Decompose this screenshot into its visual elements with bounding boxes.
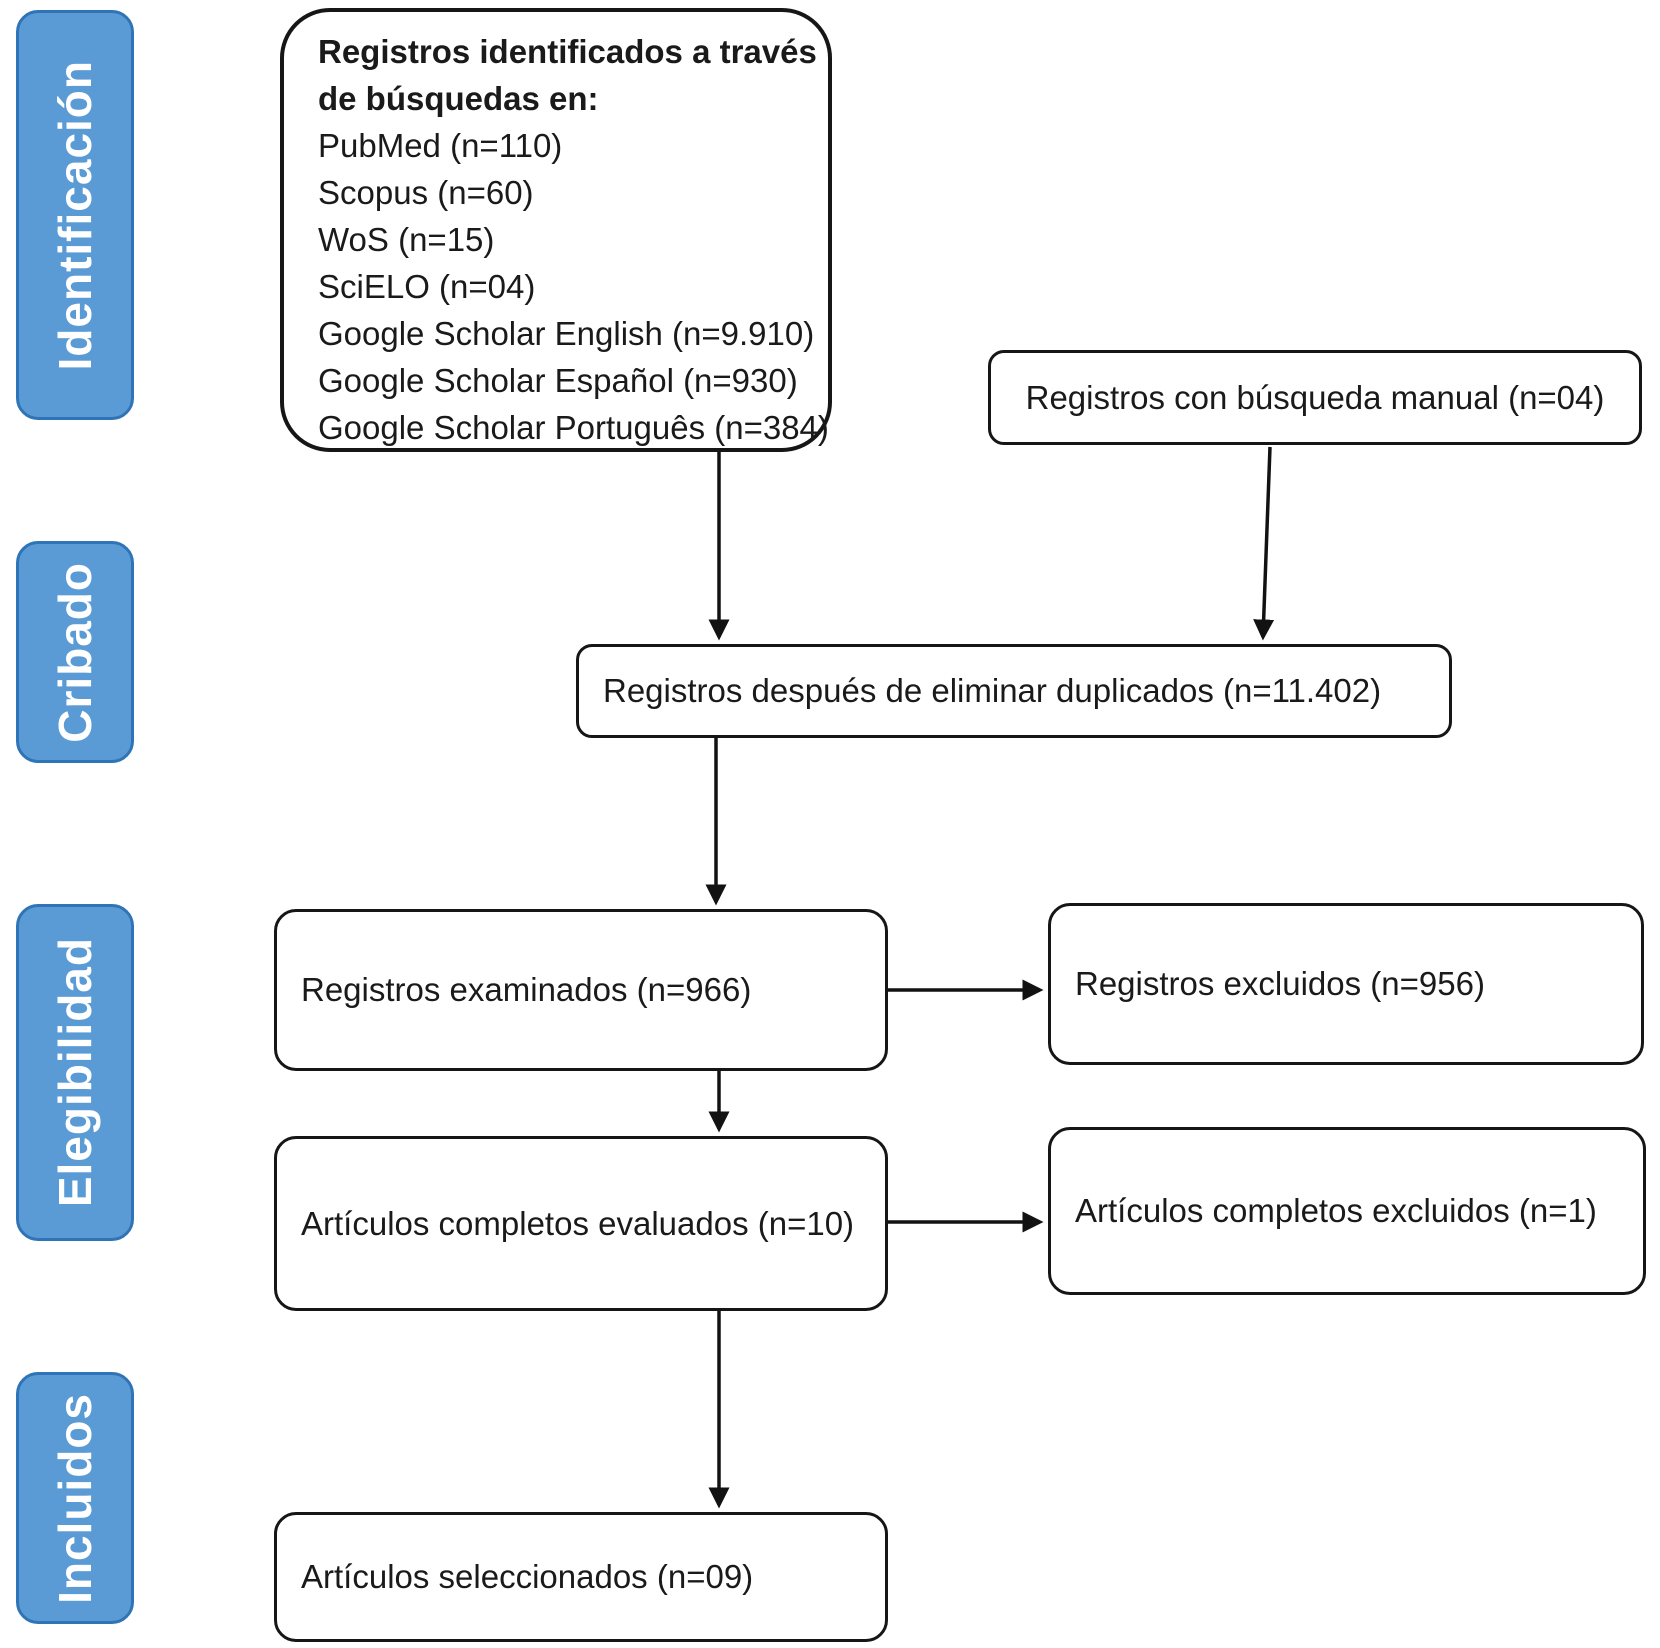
box-label: Registros con búsqueda manual (n=04) [1025,378,1605,416]
box-label: Registros después de eliminar duplicados… [603,672,1382,710]
stage-label-text: Identificación [49,59,101,371]
stage-label-screening: Cribado [16,541,134,763]
box-after-duplicates-removed: Registros después de eliminar duplicados… [576,644,1452,738]
box-records-excluded: Registros excluidos (n=956) [1048,903,1644,1065]
source-item: Scopus (n=60) [318,174,534,211]
source-item: Google Scholar Português (n=384) [318,409,829,446]
source-item: WoS (n=15) [318,221,495,258]
box-manual-search: Registros con búsqueda manual (n=04) [988,350,1642,445]
box-identified-records: Registros identificados a través de búsq… [280,8,832,452]
source-item: Google Scholar Español (n=930) [318,362,798,399]
stage-label-text: Elegibilidad [49,937,101,1208]
stage-label-eligibility: Elegibilidad [16,904,134,1241]
arrow-manual-to-dedup [1253,446,1275,641]
box-records-screened: Registros examinados (n=966) [274,909,888,1071]
box-articles-selected: Artículos seleccionados (n=09) [274,1512,888,1642]
box-label: Artículos completos evaluados (n=10) [301,1204,855,1242]
box-title-line: de búsquedas en: [318,80,599,117]
stage-label-text: Incluidos [49,1392,101,1604]
box-label: Artículos seleccionados (n=09) [301,1558,754,1596]
source-item: SciELO (n=04) [318,268,536,305]
box-fulltext-excluded: Artículos completos excluidos (n=1) [1048,1127,1646,1295]
stage-label-identification: Identificación [16,10,134,420]
box-fulltext-assessed: Artículos completos evaluados (n=10) [274,1136,888,1311]
stage-label-text: Cribado [49,561,101,743]
box-label: Registros examinados (n=966) [301,971,752,1009]
source-item: PubMed (n=110) [318,127,563,164]
box-label: Artículos completos excluidos (n=1) [1075,1192,1597,1230]
box-title-line: Registros identificados a través [318,33,817,70]
stage-label-included: Incluidos [16,1372,134,1624]
box-label: Registros excluidos (n=956) [1075,965,1485,1003]
source-item: Google Scholar English (n=9.910) [318,315,815,352]
